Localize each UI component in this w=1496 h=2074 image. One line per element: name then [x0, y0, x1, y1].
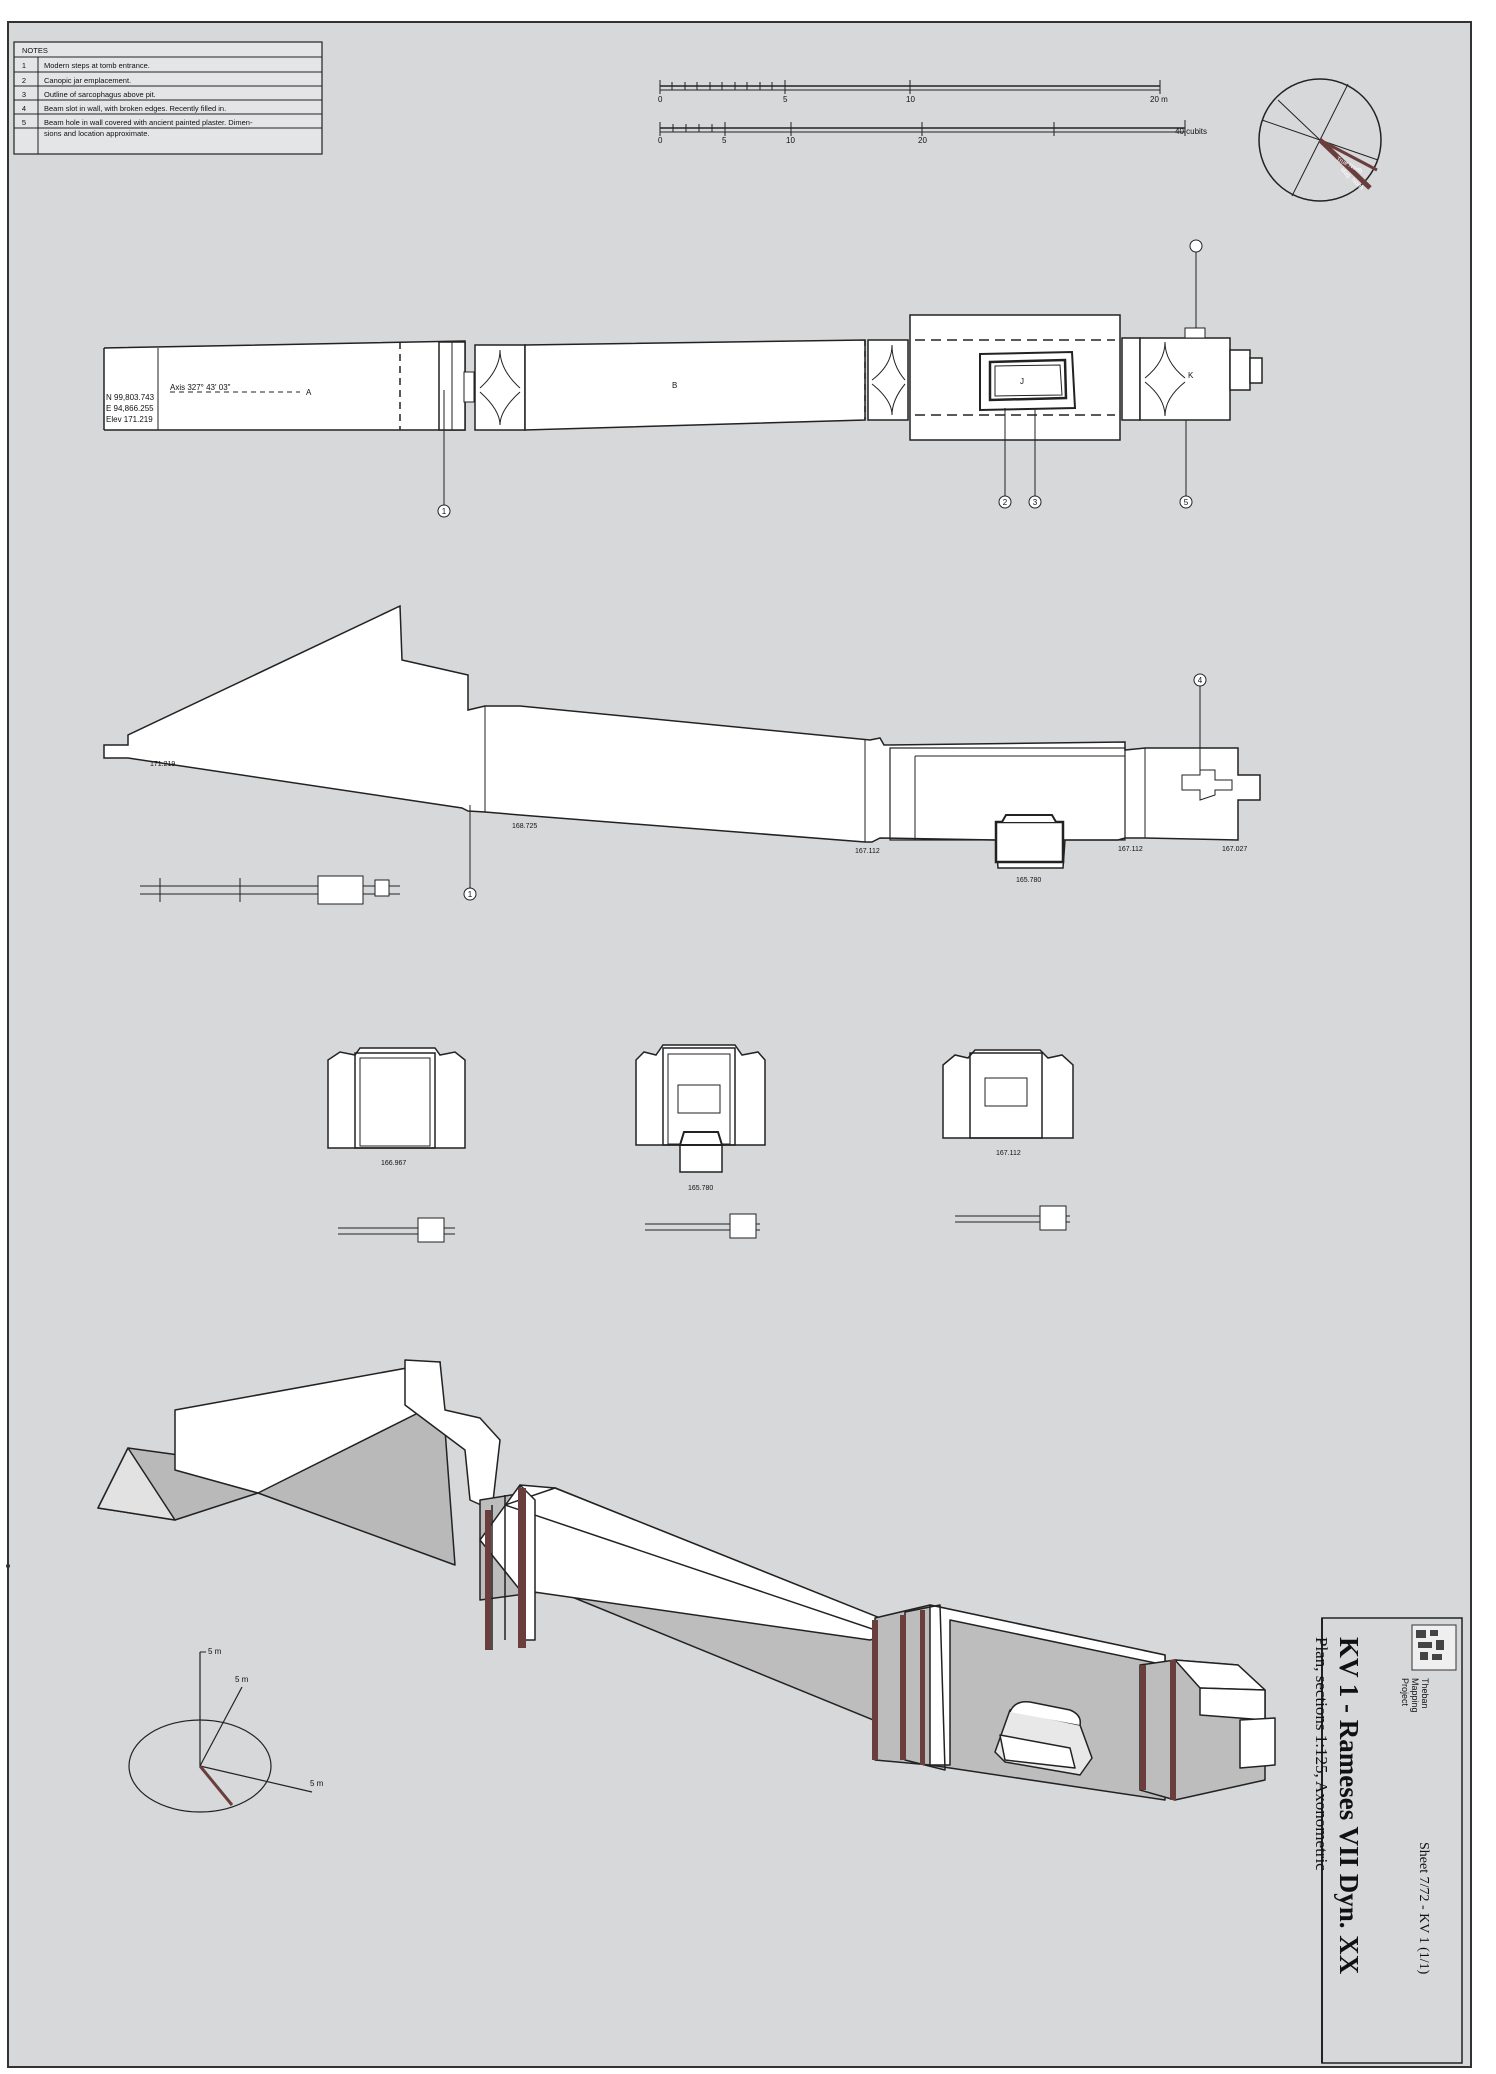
project-name-line-3: Project [1400, 1678, 1410, 1707]
room-j-label: J [1020, 377, 1024, 386]
notes-title: NOTES [22, 46, 48, 55]
callout-number: 1 [442, 507, 447, 516]
note-text: Beam hole in wall covered with ancient p… [44, 118, 253, 127]
plan-coord-e: E 94,866.255 [106, 404, 154, 413]
elevation-label: 167.112 [1118, 846, 1143, 853]
scale-tick-label: 5 [722, 136, 727, 145]
scale-tick-label: 0 [658, 95, 663, 104]
elevation-label: 165.780 [1016, 877, 1041, 884]
section-elevations: 171.219 168.725 167.112 165.780 167.112 … [150, 761, 1247, 884]
plan-coord-n: N 99,803.743 [106, 393, 155, 402]
scale-tick-label: 0 [658, 136, 663, 145]
meter-scale-bar: 0 5 10 20 m [658, 80, 1168, 104]
elevation-label: 167.027 [1222, 846, 1247, 853]
callout-number: 1 [468, 890, 473, 899]
tomb-longitudinal-section [103, 604, 1261, 869]
plan-coord-elev: Elev 171.219 [106, 415, 153, 424]
scale-tick-label: 5 [783, 95, 788, 104]
sheet-number: Sheet 7/72 - KV 1 (1/1) [1416, 1842, 1431, 1975]
elevation-label: 168.725 [512, 823, 537, 830]
drawing-subtitle: Plan, sections 1:125, Axonometric [1312, 1637, 1331, 1871]
room-k-label: K [1188, 371, 1194, 380]
note-number: 5 [22, 118, 26, 127]
plan-callouts: 1 2 3 5 [437, 239, 1203, 518]
theban-mapping-project-logo [1411, 1624, 1457, 1671]
note-text: Beam slot in wall, with broken edges. Re… [44, 104, 226, 113]
callout-number: 3 [1033, 498, 1038, 507]
note-number: 1 [22, 61, 26, 70]
section-callouts: 1 4 [463, 673, 1207, 901]
room-b-label: B [672, 381, 677, 390]
project-name-line-2: Mapping [1410, 1678, 1420, 1713]
axis-scale-label: 5 m [310, 1779, 324, 1788]
tomb-axonometric-view [97, 1359, 1276, 1801]
cross-section-2 [635, 1044, 766, 1173]
note-text-continued: sions and location approximate. [44, 129, 149, 138]
cross-section-key-plans [338, 1205, 1070, 1243]
cross-section-1 [327, 1047, 466, 1149]
cross-section-elevation: 167.112 [996, 1150, 1021, 1157]
scale-tick-label: 20 m [1150, 95, 1168, 104]
title-block: Theban Mapping Project Sheet 7/72 - KV 1… [1312, 1617, 1463, 2064]
note-text: Outline of sarcophagus above pit. [44, 90, 156, 99]
elevation-label: 167.112 [855, 848, 880, 855]
callout-number: 5 [1184, 498, 1189, 507]
plan-axis-label: Axis 327° 43' 03" [170, 383, 231, 392]
scale-tick-label: 10 [906, 95, 915, 104]
plan-annotations: N 99,803.743 E 94,866.255 Elev 171.219 A… [106, 371, 1194, 424]
note-text: Canopic jar emplacement. [44, 76, 131, 85]
note-text: Modern steps at tomb entrance. [44, 61, 150, 70]
drawing-title: KV 1 - Rameses VII Dyn. XX [1334, 1637, 1364, 1975]
tomb-plan-view [103, 314, 1263, 441]
note-number: 2 [22, 76, 26, 85]
callout-number: 2 [1003, 498, 1008, 507]
key-plan-small [140, 875, 400, 905]
axis-scale-label: 5 m [235, 1675, 249, 1684]
scan-speck [6, 1564, 10, 1568]
note-number: 4 [22, 104, 26, 113]
cross-section-elevation: 165.780 [688, 1185, 713, 1192]
elevation-label: 171.219 [150, 761, 175, 768]
cross-section-elevation: 166.967 [381, 1160, 406, 1167]
scale-tick-label: 40 cubits [1175, 127, 1207, 136]
axonometric-scale-indicator: 5 m 5 m 5 m [128, 1647, 324, 1813]
room-a-label: A [306, 388, 312, 397]
scale-tick-label: 20 [918, 136, 927, 145]
scale-tick-label: 10 [786, 136, 795, 145]
note-number: 3 [22, 90, 26, 99]
project-name-line-1: Theban [1420, 1678, 1430, 1709]
axis-scale-label: 5 m [208, 1647, 222, 1656]
cross-section-3 [942, 1049, 1074, 1139]
cubit-scale-bar: 0 5 10 20 40 cubits [658, 120, 1207, 145]
notes-table: NOTES 1 Modern steps at tomb entrance. 2… [13, 41, 323, 155]
callout-number: 4 [1198, 676, 1203, 685]
